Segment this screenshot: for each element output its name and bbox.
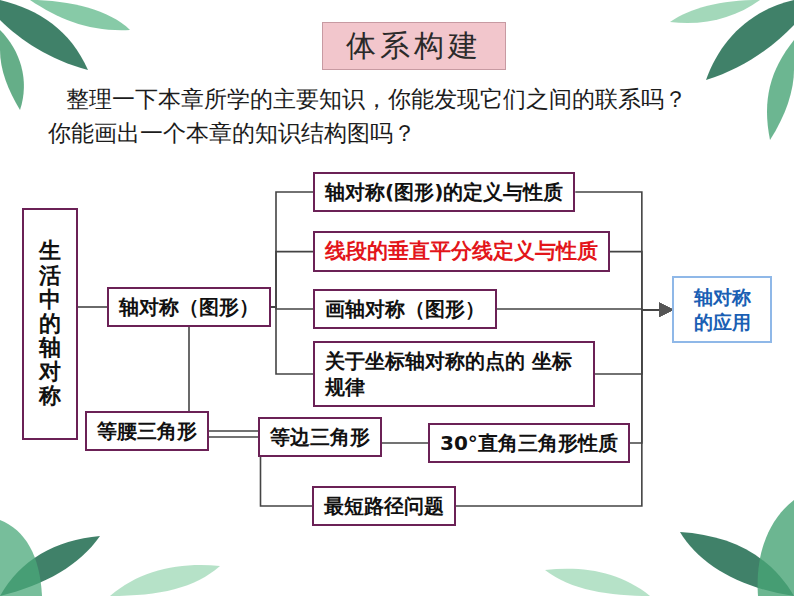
connector xyxy=(271,307,313,309)
node-label: 轴对称的应用 xyxy=(688,285,756,334)
node-label: 轴对称（图形） xyxy=(119,294,259,320)
connector xyxy=(382,442,428,444)
prompt-text: 你能画出一个本章的知识结构图吗？ xyxy=(48,118,416,149)
connector xyxy=(271,192,313,307)
node-label: 关于坐标轴对称的点的 坐标规律 xyxy=(325,348,583,400)
node-label: 线段的垂直平分线定义与性质 xyxy=(325,238,598,265)
topic-box: 线段的垂直平分线定义与性质 xyxy=(313,231,610,272)
leaves-top-right xyxy=(670,0,794,140)
node-label: 最短路径问题 xyxy=(324,493,444,519)
node-label: 轴对称(图形)的定义与性质 xyxy=(325,179,563,205)
node-label: 生活中的轴对称 xyxy=(39,239,61,408)
connector xyxy=(271,252,313,307)
leaves-bottom-left xyxy=(0,520,220,596)
topic-box: 轴对称(图形)的定义与性质 xyxy=(313,172,575,212)
connector xyxy=(630,310,672,443)
topic-box: 最短路径问题 xyxy=(312,486,456,526)
topic-box: 等腰三角形 xyxy=(85,411,209,451)
prompt-text: 整理一下本章所学的主要知识，你能发现它们之间的联系吗？ xyxy=(66,84,687,115)
connector xyxy=(271,307,313,374)
connector xyxy=(610,252,672,310)
leaves-bottom-right xyxy=(545,500,794,596)
topic-box: 30°直角三角形性质 xyxy=(428,423,630,463)
connector xyxy=(78,306,107,308)
title-box: 体系构建 xyxy=(322,22,506,70)
topic-box: 画轴对称（图形） xyxy=(313,289,497,329)
connector xyxy=(188,327,190,411)
topic-box: 关于坐标轴对称的点的 坐标规律 xyxy=(313,341,595,407)
node-label: 等边三角形 xyxy=(270,424,370,450)
node-label: 30°直角三角形性质 xyxy=(440,430,618,456)
node-label: 等腰三角形 xyxy=(97,418,197,444)
connector xyxy=(595,310,672,374)
connector xyxy=(456,310,672,506)
chapter-box: 生活中的轴对称 xyxy=(22,208,78,440)
topic-box: 等边三角形 xyxy=(258,417,382,457)
node-label: 画轴对称（图形） xyxy=(325,296,485,322)
topic-box: 轴对称（图形） xyxy=(107,287,271,327)
slide-title: 体系构建 xyxy=(346,26,482,67)
connector xyxy=(209,436,258,438)
result-box: 轴对称的应用 xyxy=(672,276,772,343)
